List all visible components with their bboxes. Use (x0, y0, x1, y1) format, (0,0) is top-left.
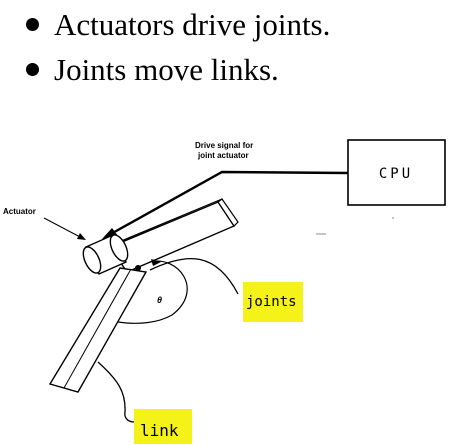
cpu-label: CPU (379, 166, 413, 182)
joints-pointer (149, 258, 239, 295)
actuator-pointer (43, 217, 83, 239)
upper-link-end-face (217, 198, 239, 227)
bullet-dot-icon (26, 63, 39, 76)
link-highlight (134, 409, 192, 444)
angle-arc-arrowhead-icon (151, 259, 161, 266)
link-note: link (140, 421, 179, 440)
joint-pin (135, 265, 141, 271)
bullet-text: Joints move links. (54, 52, 279, 87)
bullet-text: Actuators drive joints. (54, 7, 331, 42)
bullet-item: Actuators drive joints. (26, 2, 446, 47)
actuator-pointer-arrowhead-icon (77, 233, 86, 240)
bullet-item: Joints move links. (26, 47, 446, 92)
drive-signal-label-line1: Drive signal for (195, 141, 253, 150)
drive-signal-label-line2: joint actuator (197, 151, 249, 160)
drive-signal-wire (108, 170, 349, 237)
lower-link (48, 267, 148, 393)
angle-label: θ (157, 295, 162, 305)
link-pointer (97, 361, 135, 423)
bullet-dot-icon (26, 18, 39, 31)
actuator-label: Actuator (3, 207, 36, 216)
bullet-list: Actuators drive joints. Joints move link… (26, 2, 446, 92)
joints-note: joints (246, 294, 297, 310)
actuator-cylinder (82, 234, 129, 275)
joints-highlight (243, 282, 303, 322)
lower-link-edge (63, 268, 132, 389)
angle-arc (117, 260, 188, 324)
